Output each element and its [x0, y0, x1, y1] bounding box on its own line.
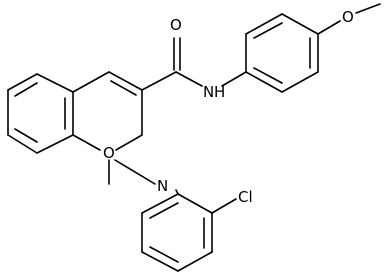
- imine-nitrogen-label: N: [157, 177, 168, 195]
- atom-labels: O N H O O N Cl: [103, 8, 354, 206]
- bond-network: [7, 3, 381, 272]
- carbonyl-oxygen-label: O: [170, 16, 182, 34]
- amide-hydrogen-label: H: [214, 83, 225, 101]
- methoxy-oxygen-label: O: [342, 8, 354, 26]
- chlorine-label: Cl: [238, 188, 253, 206]
- amide-nitrogen-label: N: [203, 83, 214, 101]
- ring-oxygen-label: O: [103, 144, 115, 162]
